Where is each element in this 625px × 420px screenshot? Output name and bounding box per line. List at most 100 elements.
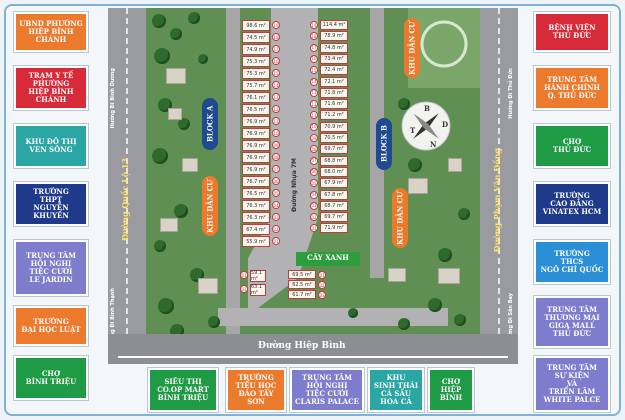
block-b-lot-number: 05 [310, 179, 318, 188]
block-a-lot-number: 16 [272, 57, 280, 65]
house-icon [160, 218, 178, 232]
block-a-lot: 76.9 m² [242, 116, 270, 127]
block-a-lot: 76.9 m² [242, 140, 270, 151]
left-box-label: TRẠM Y TẾ PHƯỜNG HIỆP BÌNH CHÁNH [28, 70, 74, 105]
tree-icon [398, 98, 410, 110]
bottom-box-label: CHỢ HIỆP BÌNH [439, 376, 463, 403]
block-a-lot: 76.3 m² [242, 212, 270, 223]
block-a-lot: 76.7 m² [242, 176, 270, 187]
block-a-lot: 76.5 m² [242, 188, 270, 199]
green-area-label: CÂY XANH [307, 253, 349, 262]
block-b-lot: 72.4 m² [320, 65, 348, 76]
block-b-lot-number: 07 [310, 156, 318, 165]
compass-label-d: D [442, 120, 449, 129]
block-a-lot-number: 03 [272, 213, 280, 221]
road-label-hiep-binh: Đường Hiệp Bình [258, 341, 346, 351]
block-b-lot: 78.9 m² [320, 31, 348, 42]
right-box-label: CHỢ THỦ ĐỨC [552, 136, 592, 154]
block-a-lot-number: 11 [272, 117, 280, 125]
road-label-ql13-top: Hướng Đi Bình Dương [110, 68, 116, 129]
block-b-label: BLOCK B [376, 118, 392, 170]
khu-dan-cu-3-label: KHU DÂN CƯ [392, 188, 408, 248]
block-a-lot: 76.1 m² [242, 92, 270, 103]
block-b-lot: 68.0 m² [320, 166, 348, 177]
block-a-lot-number: 02 [272, 225, 280, 233]
house-icon [448, 158, 462, 172]
block-a-lot-number: 19 [272, 21, 280, 29]
south-lot: 69.5 m² [288, 270, 316, 279]
bottom-box-3: TRUNG TÂM HỘI NGHỊ TIỆC CƯỚI CLARIS PALA… [290, 368, 364, 412]
block-b-lot: 70.5 m² [320, 133, 348, 143]
tree-icon [154, 240, 166, 252]
house-icon [198, 278, 218, 294]
block-b-lot: 68.8 m² [320, 155, 348, 166]
tree-icon [454, 314, 466, 326]
block-b-lot-number: 18 [310, 32, 318, 41]
right-box-label: TRUNG TÂM HÀNH CHÍNH Q. THỦ ĐỨC [544, 74, 600, 101]
tree-icon [198, 54, 208, 64]
block-b-lot-number: 19 [310, 21, 318, 29]
tree-icon [178, 118, 190, 130]
left-box-3: KHU ĐÔ THỊ VEN SÔNG [14, 124, 88, 168]
block-a-lot-number: 04 [272, 201, 280, 209]
tree-icon [188, 12, 200, 24]
block-b-lot-number: 13 [310, 88, 318, 97]
block-a-lot-number: 12 [272, 105, 280, 113]
west-small-lot: 59.1 m² [250, 270, 266, 282]
block-b-lot: 71.9 m² [320, 223, 348, 234]
tree-icon [398, 318, 410, 330]
block-a-lot: 75.3 m² [242, 56, 270, 67]
bottom-box-label: SIÊU THỊ CO.OP MART BÌNH TRIỆU [157, 376, 209, 403]
road-label-pvd: Đường Phạm Văn Đồng [492, 148, 502, 253]
tree-icon [438, 248, 452, 262]
right-box-1: BỆNH VIỆN THỦ ĐỨC [534, 12, 610, 52]
block-b-lot: 71.6 m² [320, 99, 348, 110]
tree-icon [408, 158, 422, 172]
block-b-lot: 67.9 m² [320, 178, 348, 189]
block-a-lot-number: 15 [272, 69, 280, 77]
house-icon [388, 268, 406, 282]
block-b-lot: 69.7 m² [320, 144, 348, 155]
block-b-lot-number: 04 [310, 190, 318, 199]
right-box-3: CHỢ THỦ ĐỨC [534, 124, 610, 168]
right-box-label: TRƯỜNG THCS NGÔ CHÍ QUỐC [540, 248, 604, 275]
west-small-lot-number: 02 [240, 285, 248, 293]
left-box-5: TRUNG TÂM HỘI NGHỊ TIỆC CƯỚI LE JARDIN [14, 240, 88, 296]
house-icon [166, 68, 186, 84]
road-label-center: Đường Nhựa 7M [291, 158, 298, 212]
block-b-lot: 71.8 m² [320, 87, 348, 98]
block-b-lot-number: 09 [310, 134, 318, 142]
right-box-2: TRUNG TÂM HÀNH CHÍNH Q. THỦ ĐỨC [534, 66, 610, 110]
left-box-4: TRƯỜNG THPT NGUYỄN KHUYẾN [14, 182, 88, 226]
left-box-label: TRUNG TÂM HỘI NGHỊ TIỆC CƯỚI LE JARDIN [26, 250, 76, 285]
south-lot: 62.5 m² [288, 280, 316, 289]
block-b-lot: 69.7 m² [320, 212, 348, 223]
left-box-7: CHỢ BÌNH TRIỆU [14, 356, 88, 400]
block-b-lot: 74.8 m² [320, 42, 348, 53]
right-box-6: TRUNG TÂM THƯƠNG MẠI GIGA MALL THỦ ĐỨC [534, 296, 610, 348]
bottom-box-1: SIÊU THỊ CO.OP MART BÌNH TRIỆU [148, 368, 218, 412]
block-a-lot: 98.6 m² [242, 20, 270, 31]
compass-label-b: B [424, 104, 430, 113]
block-a-lot: 76.3 m² [242, 200, 270, 211]
block-b-lot: 68.7 m² [320, 200, 348, 211]
green-area [296, 252, 360, 266]
block-a-lot: 75.3 m² [242, 68, 270, 79]
block-b-lot-number: 10 [310, 122, 318, 131]
bottom-box-5: CHỢ HIỆP BÌNH [428, 368, 474, 412]
block-b-lot: 67.8 m² [320, 189, 348, 200]
left-box-label: UBND PHƯỜNG HIỆP BÌNH CHÁNH [19, 18, 83, 45]
road-label-ql13: Đường Quốc Lộ 13 [120, 158, 130, 241]
bottom-box-4: KHU SINH THÁI CÁ SẤU HOA CÀ [368, 368, 424, 412]
block-b-lot-number: 16 [310, 54, 318, 63]
block-a-lot: 76.9 m² [242, 164, 270, 175]
block-a-lot: 74.9 m² [242, 44, 270, 55]
south-lot-number: 02 [318, 281, 326, 289]
block-b-lot-number: 17 [310, 43, 318, 52]
block-a-lot-number: 13 [272, 93, 280, 101]
block-b-lot-number: 15 [310, 66, 318, 75]
block-a-lot-number: 10 [272, 129, 280, 137]
tree-icon [428, 298, 442, 312]
road-label-pvd-top: Hướng Đi Thủ Đức [508, 68, 514, 119]
block-a-lot: 67.4 m² [242, 224, 270, 235]
